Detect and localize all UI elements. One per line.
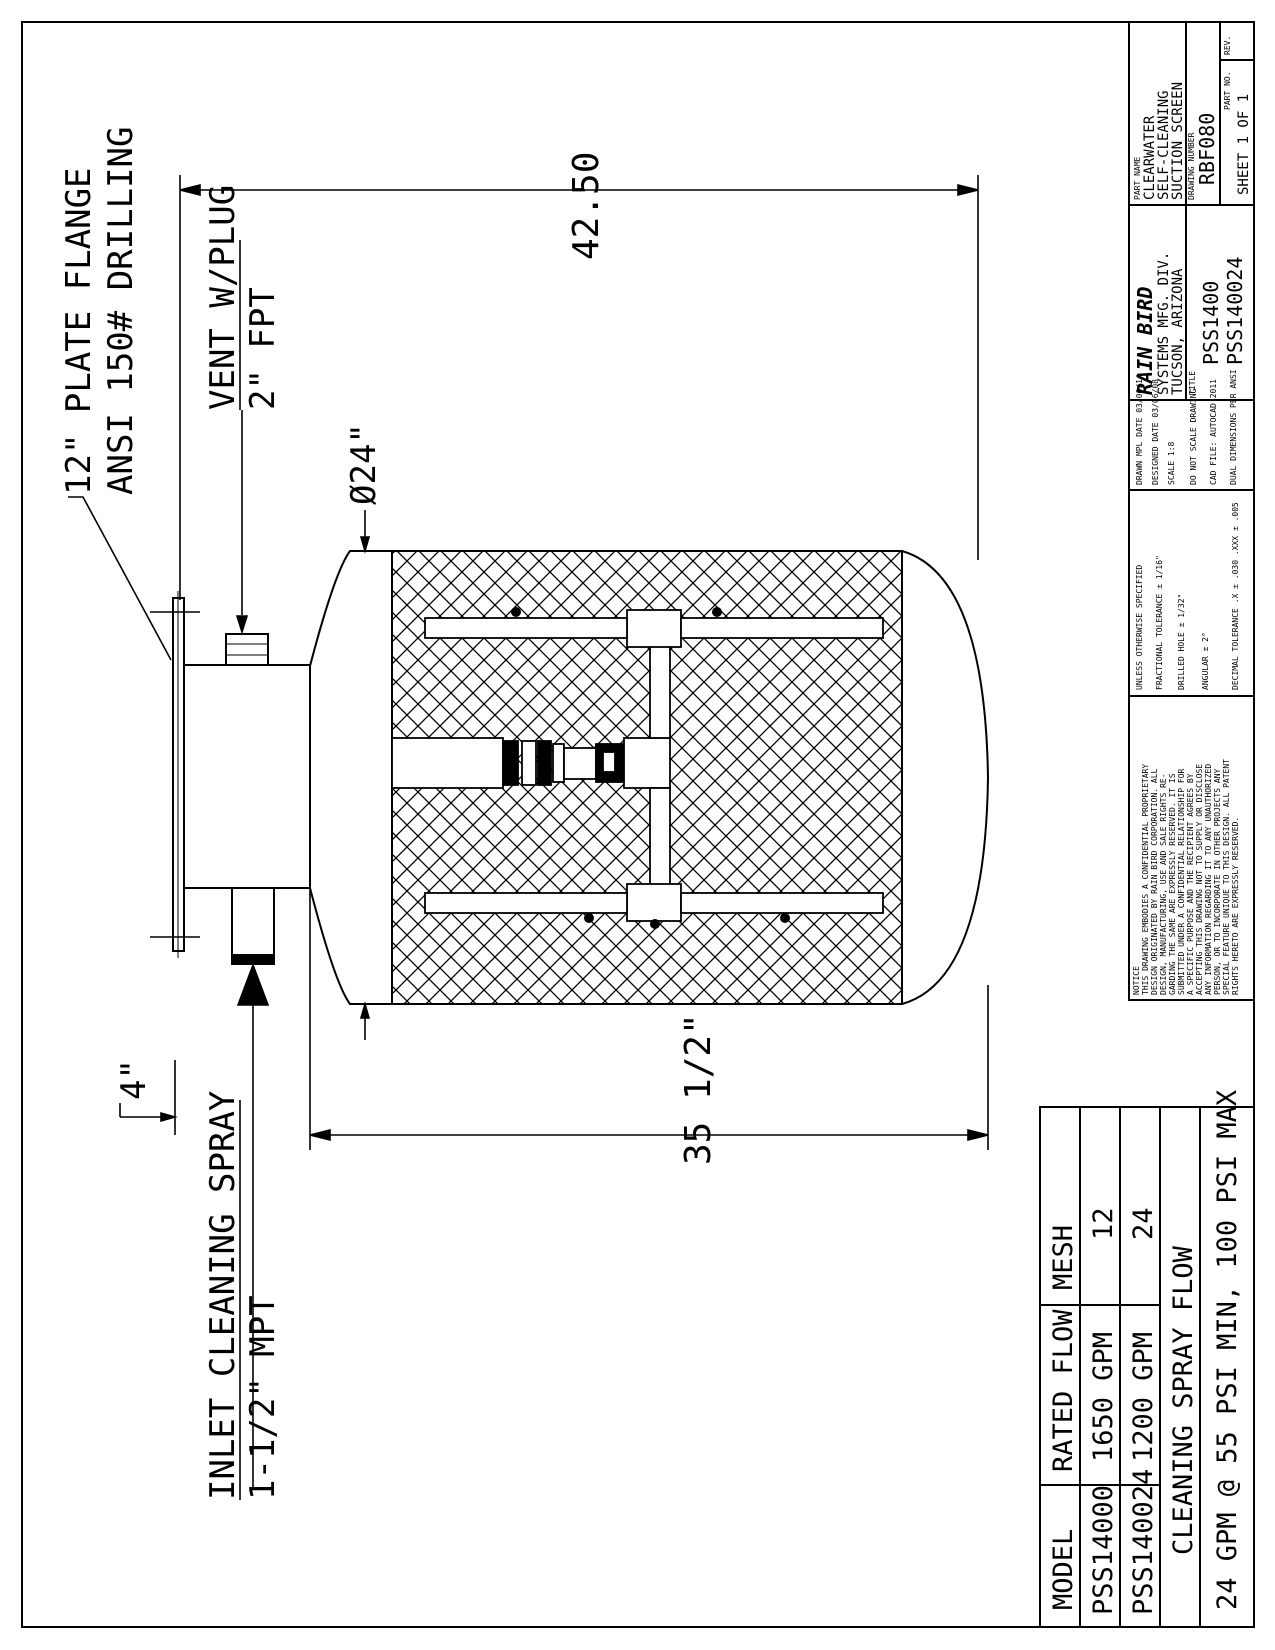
sheet-number: SHEET 1 OF 1 xyxy=(1236,94,1252,195)
tolerance-line-2: FRACTIONAL TOLERANCE ± 1/16" xyxy=(1155,555,1164,690)
notice-line-7: ACCEPTING THIS DRAWING NOT TO SUPPLY OR … xyxy=(1195,764,1204,995)
dim-4-label: 4" xyxy=(114,1059,154,1100)
header-rated-flow: RATED FLOW xyxy=(1048,1309,1079,1472)
row1-mesh: 12 xyxy=(1088,1207,1119,1240)
tolerance-line-5: DECIMAL TOLERANCE .X ± .030 .XXX ± .005 xyxy=(1231,502,1240,690)
flange-label-2: ANSI 150# DRILLING xyxy=(101,127,141,495)
dim-length-label: 35 1/2" xyxy=(678,1013,719,1165)
spec-table: MODEL RATED FLOW MESH PSS14000 1650 GPM … xyxy=(1039,1090,1255,1628)
title-block: NOTICE THIS DRAWING EMBODIES A CONFIDENT… xyxy=(1128,21,1255,1001)
vent-label-1: VENT W/PLUG xyxy=(203,185,243,410)
tolerance-line-3: DRILLED HOLE ± 1/32" xyxy=(1177,594,1186,690)
notice-line-8: ANY INFORMATION REGARDING IT TO ANY UNAU… xyxy=(1204,764,1213,995)
inlet-label-1: INLET CLEANING SPRAY xyxy=(203,1091,243,1500)
notice-line-9: PERSON, OR TO INCORPORATE IN OTHER PROJE… xyxy=(1213,768,1222,995)
inlet-pipe xyxy=(231,887,275,965)
title-value-2: PSS140024 xyxy=(1223,257,1247,365)
row2-flow: 1200 GPM xyxy=(1128,1332,1159,1462)
part-name-2: SELF-CLEANING xyxy=(1156,90,1172,200)
drawn-line-6: DUAL DIMENSIONS PER ANSI xyxy=(1229,369,1238,485)
dimension-lines xyxy=(68,175,989,1500)
row2-model: PSS140024 xyxy=(1128,1469,1159,1615)
notice-line-11: RIGHTS HERETO ARE EXPRESSLY RESERVED. xyxy=(1231,817,1240,995)
header-model: MODEL xyxy=(1048,1529,1079,1610)
notice-line-4: GARDING THE SAME ARE EXPRESSLY RESERVED.… xyxy=(1168,773,1177,995)
spray-value: 24 GPM @ 55 PSI MIN, 100 PSI MAX xyxy=(1212,1090,1243,1610)
drawing-number: RBF080 xyxy=(1195,113,1219,185)
flange-label-1: 12" PLATE FLANGE xyxy=(59,167,99,495)
drawn-line-2: DESIGNED DATE 03/06/08 xyxy=(1151,379,1160,485)
notice-line-3: DESIGN, MANUFACTURING, USE AND SALE RIGH… xyxy=(1159,773,1168,995)
title-value-1: PSS1400 xyxy=(1199,281,1223,365)
rain-bird-logo: RAIN BIRD xyxy=(1133,287,1157,395)
end-cap-right xyxy=(901,550,990,1005)
drawn-line-3: SCALE 1:8 xyxy=(1167,441,1176,485)
dim-height-label: 42.50 xyxy=(566,152,607,260)
diameter-label: Ø24" xyxy=(344,423,384,505)
notice-line-10: SPECIAL FEATURE UNIQUE TO THIS DESIGN. A… xyxy=(1222,759,1231,995)
company-line-2: TUCSON, ARIZONA xyxy=(1170,268,1186,395)
notice-line-6: A SPECIFIC PURPOSE AND THE RECIPIENT AGR… xyxy=(1186,773,1195,995)
part-name-label: PART NAME xyxy=(1133,156,1142,200)
drawing-number-label: DRAWING NUMBER xyxy=(1187,132,1196,200)
drawn-line-4: DO NOT SCALE DRAWING xyxy=(1189,388,1198,485)
callout-labels: 12" PLATE FLANGE ANSI 150# DRILLING VENT… xyxy=(59,127,719,1500)
notice-head: NOTICE xyxy=(1132,966,1141,995)
spray-title: CLEANING SPRAY FLOW xyxy=(1168,1245,1199,1555)
row1-flow: 1650 GPM xyxy=(1088,1332,1119,1462)
vent-plug xyxy=(225,633,269,666)
drawn-line-1: DRAWN MPL DATE 03/06/14 xyxy=(1135,374,1144,485)
vent-label-2: 2" FPT xyxy=(243,287,283,410)
inlet-label-2: 1-1/2" MPT xyxy=(243,1295,283,1500)
spray-manifold xyxy=(391,609,884,922)
flange-neck xyxy=(183,664,311,889)
part-name-3: SUCTION SCREEN xyxy=(1170,82,1186,200)
header-mesh: MESH xyxy=(1048,1225,1079,1290)
rev-label: REV. xyxy=(1223,36,1232,55)
spray-nozzles xyxy=(511,607,790,929)
tolerance-line-1: UNLESS OTHERWISE SPECIFIED xyxy=(1135,565,1144,690)
drawn-line-5: CAD FILE: AUTOCAD 2011 xyxy=(1209,379,1218,485)
tolerance-line-4: ANGULAR ± 2° xyxy=(1201,632,1210,690)
row2-mesh: 24 xyxy=(1128,1207,1159,1240)
screen-assembly xyxy=(150,550,990,1005)
notice-line-5: SUBMITTED UNDER A CONFIDENTIAL RELATIONS… xyxy=(1177,768,1186,995)
end-cap-left xyxy=(309,550,393,1005)
part-no-label: PART NO. xyxy=(1223,71,1232,110)
notice-line-1: THIS DRAWING EMBODIES A CONFIDENTIAL PRO… xyxy=(1141,764,1150,995)
company-line-1: SYSTEMS MFG. DIV. xyxy=(1156,252,1172,395)
row1-model: PSS14000 xyxy=(1088,1485,1119,1615)
part-name-1: CLEARWATER xyxy=(1142,115,1158,200)
title-label: TITLE xyxy=(1188,371,1197,395)
notice-line-2: DESIGN ORIGINATED BY RAIN BIRD CORPORATI… xyxy=(1150,768,1159,995)
